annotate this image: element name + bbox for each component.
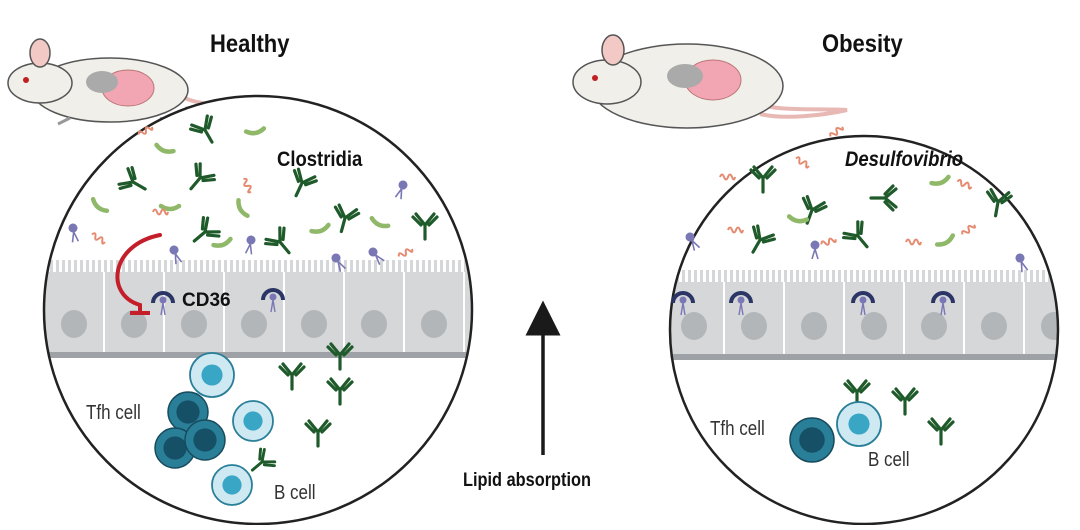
b-cell-icon (189, 352, 235, 398)
epithelial-cell-icon (181, 310, 207, 338)
bacterium-icon (719, 173, 736, 181)
antibody-icon (304, 419, 332, 448)
tfh-cell-icon (789, 417, 835, 463)
epithelial-cell-icon (1041, 312, 1058, 340)
bacterium-icon (309, 222, 331, 234)
bacterium-icon (786, 214, 810, 224)
epithelial-cell-icon (241, 310, 267, 338)
epithelial-cell-icon (741, 312, 767, 340)
tfh-cell-label-obesity: Tfh cell (710, 418, 765, 440)
antibody-icon (869, 184, 898, 212)
antibody-icon (192, 216, 221, 243)
epithelial-cell-icon (361, 310, 387, 338)
receptor-icon (729, 291, 753, 316)
bacterium-icon (829, 126, 844, 137)
epithelial-cell-icon (981, 312, 1007, 340)
antibody-icon (326, 342, 354, 371)
receptor-icon (671, 291, 695, 316)
bacterium-icon (137, 126, 154, 135)
bacterium-icon (90, 196, 110, 214)
receptor-icon (261, 288, 285, 313)
epithelial-cell-icon (801, 312, 827, 340)
bacterium-icon (934, 233, 956, 247)
lipid-icon (169, 245, 183, 265)
bacterium-icon (929, 174, 951, 186)
b-cell-icon (836, 401, 882, 447)
antibody-icon (264, 226, 291, 255)
desulfovibrio-label: Desulfovibrio (845, 148, 964, 171)
antibody-icon (985, 188, 1013, 218)
bacterium-icon (795, 156, 810, 169)
antibody-icon (751, 224, 776, 254)
antibody-icon (117, 166, 147, 191)
bacterium-icon (152, 208, 169, 216)
antibody-icon (326, 377, 354, 406)
b-cell-label-obesity: B cell (868, 449, 910, 471)
epithelial-cell-icon (121, 310, 147, 338)
epithelial-cell-icon (861, 312, 887, 340)
epithelial-cell-icon (681, 312, 707, 340)
cd36-label: CD36 (182, 290, 231, 311)
antibody-icon (292, 167, 318, 198)
receptor-icon (151, 291, 175, 316)
bacterium-icon (961, 224, 976, 235)
epithelial-cell-icon (421, 310, 447, 338)
epithelial-cell-icon (481, 310, 507, 338)
antibody-icon (411, 212, 439, 241)
bacterium-icon (211, 236, 233, 248)
bacterium-icon (369, 215, 391, 229)
antibody-icon (189, 114, 214, 144)
antibody-icon (749, 165, 777, 194)
lipid-icon (244, 235, 256, 255)
obesity-gut-panel (668, 126, 1060, 526)
bacterium-icon (236, 197, 250, 219)
bacterium-icon (91, 232, 106, 245)
antibody-icon (843, 379, 871, 408)
mouse-icon-healthy (7, 38, 263, 126)
healthy-title: Healthy (210, 30, 290, 58)
antibody-icon (333, 203, 361, 234)
antibody-icon (278, 362, 306, 391)
lipid-icon (810, 240, 820, 260)
b-cell-icon (211, 464, 253, 506)
bacterium-icon (243, 177, 252, 194)
bacterium-icon (820, 237, 837, 246)
bacterium-icon (154, 142, 176, 154)
lipid-icon (68, 223, 80, 243)
epithelial-cell-icon (61, 310, 87, 338)
lipid-icon (394, 180, 408, 200)
epithelial-cell-icon (921, 312, 947, 340)
tfh-cell-label-healthy: Tfh cell (86, 402, 141, 424)
antibody-icon (927, 417, 955, 446)
antibody-icon (189, 162, 216, 191)
b-cell-icon (232, 400, 274, 442)
antibody-icon (842, 220, 869, 249)
lipid-icon (368, 247, 385, 265)
healthy-gut-panel (42, 94, 507, 526)
bacterium-icon (243, 126, 267, 136)
lipid-icon (1015, 253, 1029, 273)
lipid-icon (331, 253, 347, 272)
obesity-title: Obesity (822, 30, 903, 58)
mouse-icon-obesity (572, 34, 848, 129)
bacterium-icon (956, 178, 973, 190)
receptor-icon (851, 291, 875, 316)
bacterium-icon (158, 203, 182, 212)
antibody-icon (801, 194, 828, 225)
receptor-icon (931, 291, 955, 316)
lipid-icon (685, 232, 701, 251)
bacterium-icon (905, 238, 922, 246)
epithelial-cell-icon (301, 310, 327, 338)
tfh-cell-icon (184, 419, 226, 461)
lipid-absorption-label: Lipid absorption (463, 470, 591, 491)
bacterium-icon (397, 248, 414, 257)
b-cell-label-healthy: B cell (274, 482, 316, 504)
antibody-icon (250, 447, 277, 472)
inhibition-arrow-icon (115, 233, 162, 314)
antibody-icon (891, 387, 919, 416)
clostridia-label: Clostridia (277, 148, 363, 171)
bacterium-icon (727, 226, 744, 234)
